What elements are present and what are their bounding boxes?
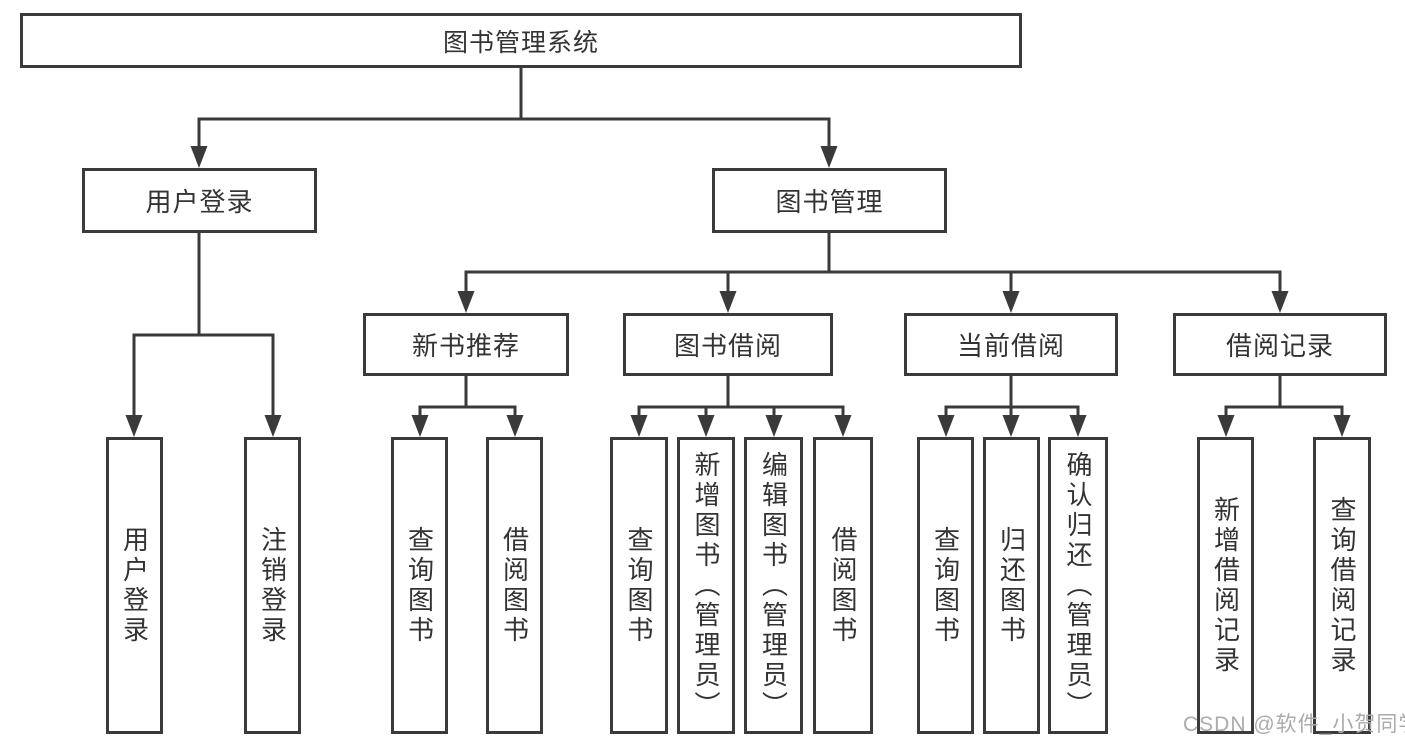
branch-new-book-recommend xyxy=(411,374,524,437)
node-label: 借阅图书 xyxy=(499,525,530,646)
node-label: 图书管理系统 xyxy=(442,28,599,57)
branch-book-management xyxy=(457,231,1289,313)
leaf-user-login: 用户登录 xyxy=(106,437,163,734)
node-label: 新增借阅记录 xyxy=(1210,495,1241,676)
node-borrowing-records: 借阅记录 xyxy=(1173,313,1387,376)
leaf-query-books-1: 查询图书 xyxy=(391,437,448,734)
node-label: 查询图书 xyxy=(404,525,435,646)
node-label: 新书推荐 xyxy=(411,331,520,361)
arrow-to-current-borrowing xyxy=(1002,291,1020,313)
node-label: 借阅图书 xyxy=(828,525,858,646)
arrow-to-book-borrowing xyxy=(719,291,737,313)
arrow-to-leaf-query-books-1 xyxy=(411,415,429,437)
arrow-to-leaf-edit-books xyxy=(765,415,783,437)
leaf-logout-login: 注销登录 xyxy=(244,437,301,734)
node-label: 查询图书 xyxy=(624,525,654,646)
leaf-query-books-3: 查询图书 xyxy=(917,437,974,734)
node-label: 查询图书 xyxy=(930,525,961,646)
branch-borrowing-records xyxy=(1217,374,1351,437)
arrow-to-leaf-logout xyxy=(264,415,282,437)
arrow-to-leaf-add-books xyxy=(697,415,715,437)
leaf-borrow-books-1: 借阅图书 xyxy=(486,437,543,734)
leaf-query-books-2: 查询图书 xyxy=(610,437,668,734)
node-label: 新增图书（管理员） xyxy=(691,450,721,721)
branch-root xyxy=(190,67,838,168)
leaf-add-borrow-record: 新增借阅记录 xyxy=(1197,437,1254,734)
node-label: 用户登录 xyxy=(119,525,150,646)
branch-current-borrowing xyxy=(937,374,1087,437)
leaf-edit-books-admin: 编辑图书（管理员） xyxy=(744,437,803,734)
arrow-to-leaf-query-books-3 xyxy=(937,415,955,437)
leaf-return-books: 归还图书 xyxy=(983,437,1040,734)
arrow-to-leaf-confirm-return xyxy=(1069,415,1087,437)
branch-book-borrowing xyxy=(630,374,852,437)
arrow-to-leaf-return-books xyxy=(1002,415,1020,437)
arrow-to-leaf-query-books-2 xyxy=(630,415,648,437)
arrow-to-book-management xyxy=(820,146,838,168)
node-label: 编辑图书（管理员） xyxy=(758,450,789,721)
arrow-to-leaf-borrow-books-2 xyxy=(834,415,852,437)
arrow-to-borrowing-records xyxy=(1271,291,1289,313)
branch-user-login xyxy=(125,231,282,437)
node-library-management-system: 图书管理系统 xyxy=(20,13,1022,68)
node-current-borrowing: 当前借阅 xyxy=(904,313,1118,376)
node-user-login: 用户登录 xyxy=(82,168,317,233)
arrow-to-leaf-query-borrow-record xyxy=(1333,415,1351,437)
node-label: 用户登录 xyxy=(145,187,254,217)
node-book-management: 图书管理 xyxy=(712,168,947,233)
leaf-add-books-admin: 新增图书（管理员） xyxy=(677,437,735,734)
arrow-to-leaf-borrow-books-1 xyxy=(506,415,524,437)
node-label: 注销登录 xyxy=(257,525,288,646)
node-book-borrowing: 图书借阅 xyxy=(623,313,833,376)
node-label: 归还图书 xyxy=(996,525,1027,646)
csdn-watermark: CSDN @软件_小贺同学 xyxy=(1183,713,1405,736)
node-label: 当前借阅 xyxy=(956,331,1065,361)
node-label: 图书管理 xyxy=(775,187,884,217)
node-new-book-recommend: 新书推荐 xyxy=(363,313,569,376)
leaf-confirm-return-admin: 确认归还（管理员） xyxy=(1048,437,1108,734)
leaf-query-borrow-record: 查询借阅记录 xyxy=(1313,437,1371,734)
node-label: 图书借阅 xyxy=(673,331,782,361)
node-label: 确认归还（管理员） xyxy=(1063,450,1093,721)
node-label: 查询借阅记录 xyxy=(1327,495,1357,676)
arrow-to-leaf-user-login xyxy=(125,415,143,437)
node-label: 借阅记录 xyxy=(1225,331,1334,361)
arrow-to-leaf-add-borrow-record xyxy=(1217,415,1235,437)
arrow-to-new-book-recommend xyxy=(457,291,475,313)
arrow-to-user-login xyxy=(190,146,208,168)
leaf-borrow-books-2: 借阅图书 xyxy=(813,437,873,734)
